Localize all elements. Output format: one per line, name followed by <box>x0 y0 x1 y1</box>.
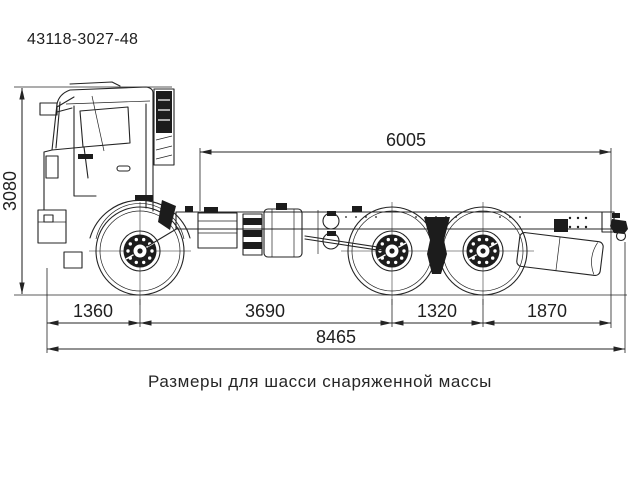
dim-overall-height: 3080 <box>0 86 172 294</box>
cab <box>37 81 191 269</box>
fuel-tank <box>263 203 303 258</box>
cab-rear-mud-flap <box>158 200 176 230</box>
drawing-title: 43118-3027-48 <box>27 31 139 48</box>
frame-rivets <box>345 216 588 229</box>
dim-label-1870: 1870 <box>527 301 567 321</box>
dim-label-8465: 8465 <box>316 327 356 347</box>
drive-shafts <box>147 227 385 252</box>
spare-wheel-winch <box>242 213 263 256</box>
side-window <box>79 95 131 152</box>
frame-fitting <box>185 206 193 212</box>
door <box>73 103 153 209</box>
drawing-caption: Размеры для шасси снаряженной массы <box>148 372 492 391</box>
tank-clamp <box>554 219 568 232</box>
dim-frame-length: 6005 <box>199 130 612 328</box>
truck-side-view <box>14 81 628 306</box>
air-reservoirs <box>317 210 340 254</box>
front-fender-arch <box>89 199 191 240</box>
dim-label-6005: 6005 <box>386 130 426 150</box>
tow-hitch <box>601 211 628 242</box>
mirror <box>39 96 75 116</box>
dimension-annotations: 3080 6005 1360 3690 1320 1870 8465 <box>0 86 626 353</box>
air-intake-snorkel <box>153 88 175 166</box>
frame-fitting <box>352 206 362 212</box>
dim-label-1320: 1320 <box>417 301 457 321</box>
dim-bottom-row: 1360 3690 1320 1870 8465 <box>46 242 626 353</box>
battery-box <box>197 207 238 249</box>
chassis-frame <box>175 211 615 230</box>
bogie-balancer <box>424 217 450 274</box>
front-mud-flap <box>63 251 83 269</box>
rear-cylinder-tank <box>516 232 604 276</box>
front-bumper <box>37 209 67 244</box>
roof-rail <box>69 81 121 87</box>
dim-label-3690: 3690 <box>245 301 285 321</box>
dim-label-3080: 3080 <box>0 171 20 211</box>
dim-label-1360: 1360 <box>73 301 113 321</box>
